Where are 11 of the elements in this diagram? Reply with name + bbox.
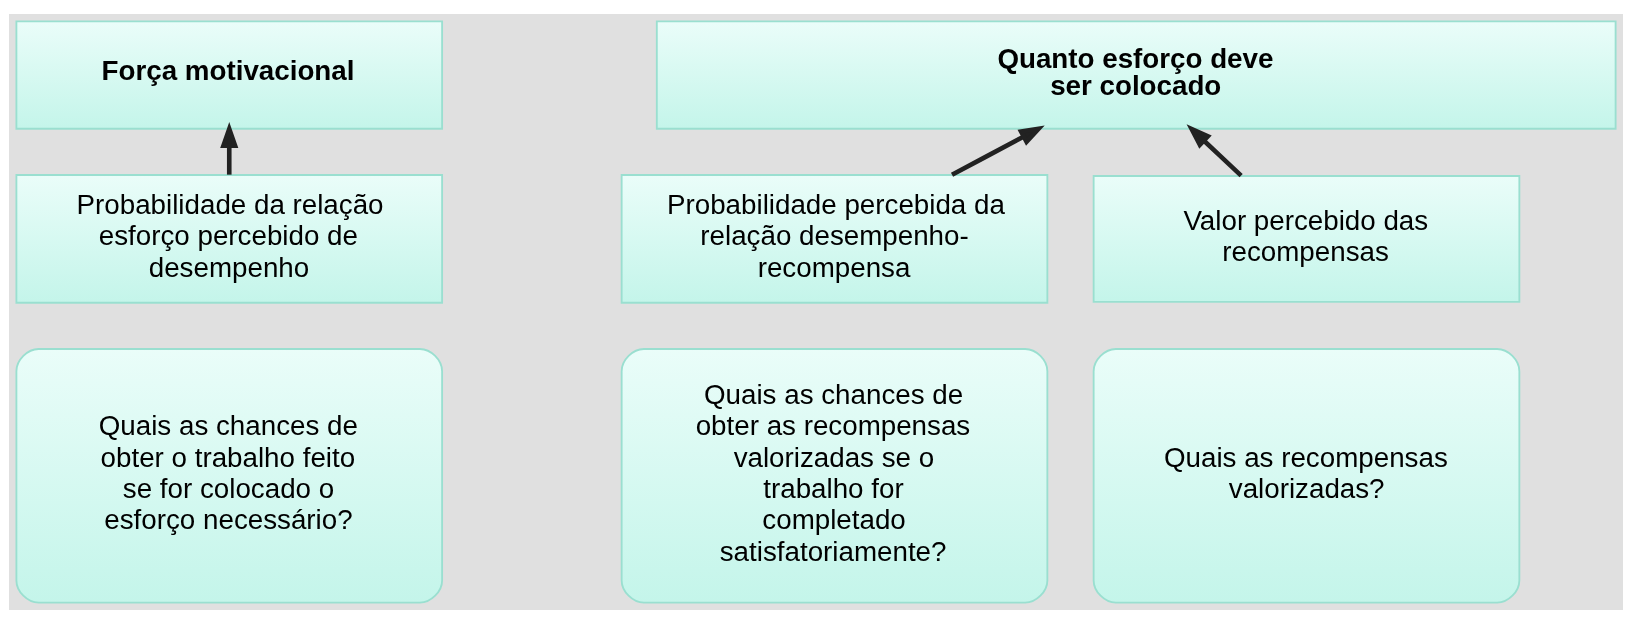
arrow [950, 124, 1045, 177]
node-box: Quanto esforço deve ser colocado [655, 19, 1617, 130]
node-box: Valor percebido das recompensas [1092, 174, 1521, 303]
arrow [220, 121, 239, 175]
node-box: Força motivacional [15, 19, 444, 130]
node-box: Probabilidade da relação esforço percebido de desempenho [15, 173, 444, 304]
node-box: Quais as recompensas valorizadas? [1092, 347, 1521, 604]
node-box: Probabilidade percebida da relação desempenho-recompensa [620, 173, 1049, 304]
node-box: Quais as chances de obter as recompensas valorizadas se o trabalho for completado satisfatoriamente? [620, 347, 1049, 604]
arrow [1186, 123, 1243, 177]
node-box: Quais as chances de obter o trabalho feito se for colocado o esforço necessário? [15, 347, 444, 604]
